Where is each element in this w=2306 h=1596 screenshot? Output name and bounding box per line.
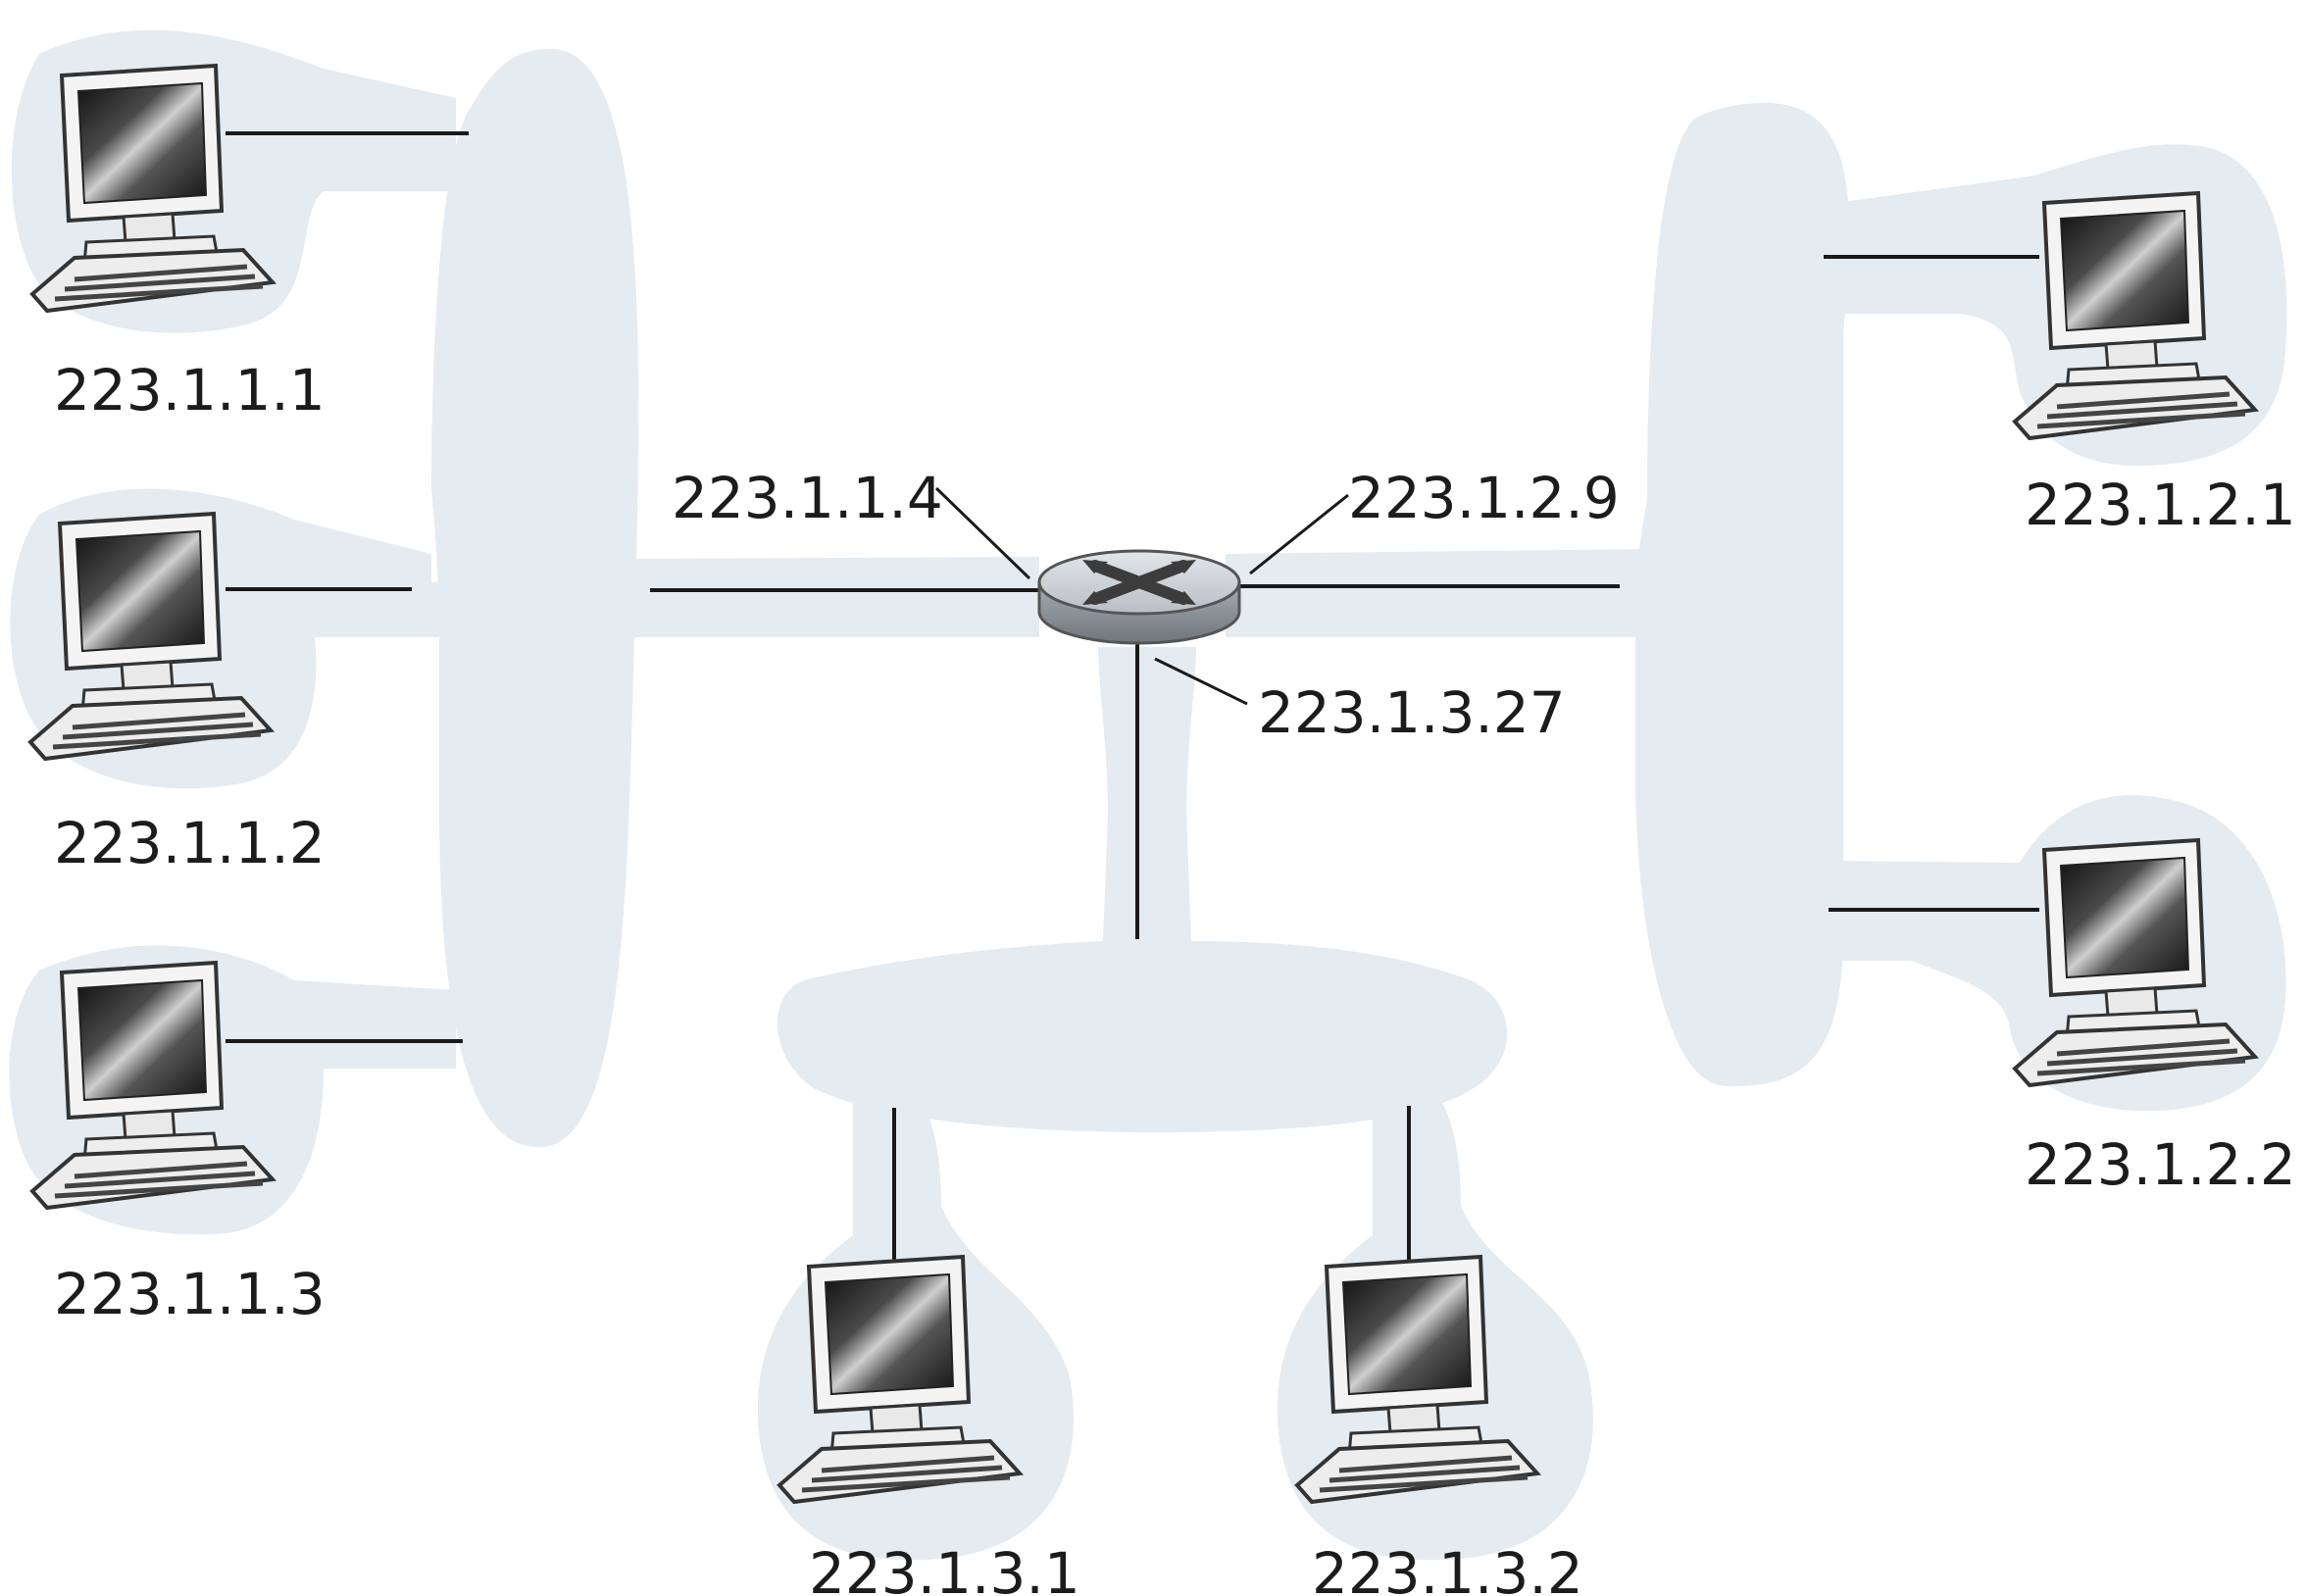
host-labels: 223.1.1.1 223.1.1.2 223.1.1.3 223.1.2.1 … [54, 357, 2296, 1596]
host-label-223-1-2-1: 223.1.2.1 [2025, 472, 2296, 538]
router-interface-bottom: 223.1.3.27 [1258, 679, 1566, 746]
router-interface-labels: 223.1.1.4 223.1.2.9 223.1.3.27 [672, 465, 1620, 746]
host-label-223-1-1-1: 223.1.1.1 [54, 357, 326, 424]
host-label-223-1-1-3: 223.1.1.3 [54, 1261, 326, 1327]
router-interface-left: 223.1.1.4 [672, 465, 943, 531]
host-label-223-1-1-2: 223.1.1.2 [54, 810, 326, 876]
wires [226, 131, 2039, 1274]
host-label-223-1-2-2: 223.1.2.2 [2025, 1131, 2296, 1198]
router-icon [1037, 549, 1241, 645]
host-label-223-1-3-2: 223.1.3.2 [1312, 1540, 1583, 1596]
router-interface-right: 223.1.2.9 [1348, 465, 1620, 531]
host-label-223-1-3-1: 223.1.3.1 [809, 1540, 1080, 1596]
leader-lines [934, 486, 1349, 706]
